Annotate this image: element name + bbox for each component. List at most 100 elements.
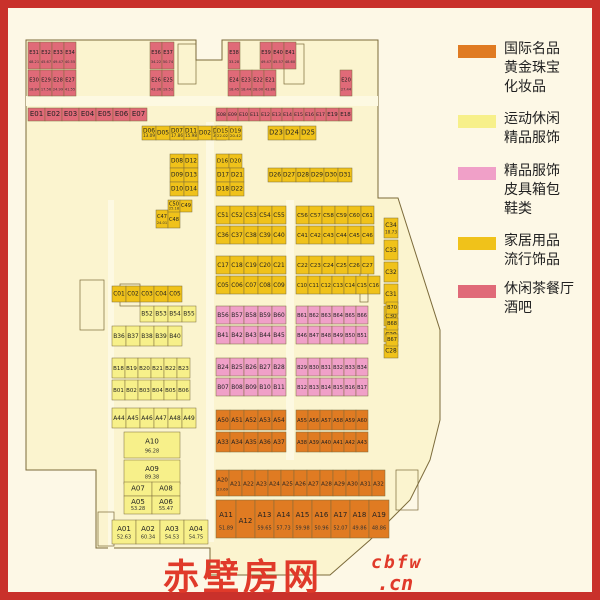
shop-unit-cell [271,255,287,275]
shop-unit: C57 [308,205,323,225]
shop-unit: C32 [383,261,399,283]
shop-unit-id: A43 [357,440,367,446]
shop-unit-id: C61 [362,213,373,219]
corridor-west [108,200,114,550]
shop-unit-id: C51 [217,213,229,219]
legend-label: 精品服饰 皮具箱包 鞋类 [504,163,560,217]
shop-unit-id: A39 [309,440,319,446]
shop-unit: E12 [259,107,272,122]
shop-unit-id: E27 [65,78,75,84]
shop-unit: D24 [283,125,301,141]
shop-unit-id: C31 [385,292,397,298]
shop-unit: B08 [229,377,245,397]
shop-unit-area: 59.65 [257,526,271,532]
shop-unit-id: E18 [340,112,351,118]
stair-nw [177,43,197,85]
shop-unit-id: E21 [265,78,275,84]
legend-item: 国际名品 黄金珠宝 化妆品 [458,40,560,97]
shop-unit: D08 [169,153,185,169]
shop-unit-id: A57 [321,418,331,424]
shop-unit-cell [183,519,209,545]
shop-unit-id: E29 [41,78,51,84]
shop-unit-area: 49.47 [261,60,271,64]
shop-unit-area: 96.28 [145,448,159,454]
shop-unit: E18 [338,107,353,122]
shop-unit-id: A51 [231,418,243,424]
shop-unit-area: 20.42 [230,133,242,138]
shop-unit-id: D27 [283,172,295,178]
shop-unit: C48 [167,209,181,229]
shop-unit-id: B29 [297,365,307,371]
shop-unit-cell [263,69,277,97]
shop-unit: B58 [243,305,259,325]
shop-unit: C14 [343,275,357,295]
shop-unit: A35 [243,431,259,453]
shop-unit-id: A48 [169,416,181,422]
shop-unit-id: D28 [297,172,309,178]
shop-unit: B56 [215,305,231,325]
shop-unit: A47 [153,407,169,429]
shop-unit-cell [368,499,390,539]
shop-unit-id: E15 [294,112,303,118]
shop-unit: A22 [241,469,256,497]
shop-unit-id: A01 [117,525,131,533]
shop-unit: B62 [307,305,321,325]
shop-unit-id: E23 [241,78,251,84]
shop-unit-cell [383,261,399,283]
shop-unit: B70 [385,301,399,315]
shop-unit: B32 [331,357,345,377]
shop-unit: B49 [331,325,345,345]
shop-unit-id: A09 [145,465,159,473]
shop-unit-cell [271,409,287,431]
shop-unit-id: B22 [165,366,176,372]
shop-unit-id: E03 [64,110,77,118]
shop-unit-id: B36 [113,334,125,340]
shop-unit-id: A18 [353,511,367,519]
shop-unit-area: 15.98 [185,133,197,138]
shop-unit-cell [367,275,381,295]
shop-unit-cell [271,431,287,453]
shop-unit-id: A21 [230,482,241,488]
shop-unit-id: A16 [315,511,329,519]
shop-unit-id: C28 [385,348,397,354]
watermark-logo: 赤壁房网 [163,557,324,598]
shop-unit: B12 [295,377,309,397]
legend-label: 家居用品 流行饰品 [504,233,560,268]
shop-unit-id: A46 [141,416,153,422]
shop-unit-id: E05 [98,110,111,118]
shop-unit: A41 [331,431,345,453]
shop-unit-area: 57.73 [276,526,290,532]
shop-unit-cell [111,519,137,545]
shop-unit-id: C11 [309,283,319,289]
shop-unit: B02 [124,379,139,401]
shop-unit-cell [371,469,386,497]
watermark-url-domain: cbfw [371,552,423,573]
shop-unit-area: 43.36 [151,87,162,91]
shop-unit-id: D15 [217,128,228,134]
shop-unit: C03 [139,285,155,303]
shop-unit: D29 [309,167,325,183]
shop-unit-id: A55 [297,418,307,424]
shop-unit-id: C04 [155,292,167,298]
shop-unit-id: A30 [347,482,358,488]
shop-unit-id: A08 [159,484,173,492]
shop-unit: D27 [281,167,297,183]
shop-unit-id: D18 [217,186,229,192]
legend-swatch [458,285,496,298]
shop-unit-id: E17 [316,112,325,118]
shop-unit: B14 [319,377,333,397]
shop-unit: A58 [331,409,345,431]
shop-unit-id: E13 [272,112,281,118]
shop-unit-area: 41.55 [65,87,75,91]
shop-unit-id: E26 [151,78,161,84]
shop-unit-id: C14 [345,283,355,289]
shop-unit-id: A37 [273,440,285,446]
shop-unit: B54 [167,305,183,323]
shop-unit-id: B13 [309,385,319,391]
shop-unit-id: A52 [245,418,257,424]
